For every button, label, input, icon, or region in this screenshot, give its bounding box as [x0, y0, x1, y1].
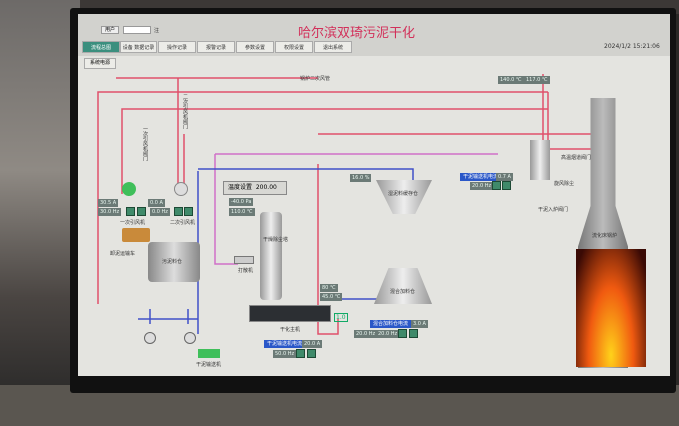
truck-icon: [122, 228, 150, 242]
tab-device-data[interactable]: 设备 数据记录: [120, 41, 157, 53]
fan2-stop-button[interactable]: [184, 207, 193, 216]
tab-operation-log[interactable]: 操作记录: [158, 41, 196, 53]
mix-stop-button[interactable]: [409, 329, 418, 338]
fan2-current: 0.0 A: [148, 199, 165, 207]
pipe-hot-2: [121, 108, 548, 194]
system-power-button[interactable]: 系统电源: [84, 58, 116, 69]
dryer-out-2: 45.0 ℃: [320, 293, 343, 301]
tab-overview[interactable]: 流程总图: [82, 41, 120, 53]
pipe-sludge: [138, 309, 198, 324]
mix-freq-1[interactable]: 20.0 Hz: [354, 330, 378, 338]
boiler-label: 流化床锅炉: [592, 233, 618, 239]
mix-start-button[interactable]: [398, 329, 407, 338]
fan2-start-button[interactable]: [174, 207, 183, 216]
top-temp-1: 140.0 ℃: [498, 76, 524, 84]
header: 用户 注 哈尔滨双琦污泥干化 流程总图 设备 数据记录 操作记录 报警记录 参数…: [78, 14, 670, 56]
pump2-icon[interactable]: [184, 332, 196, 344]
mix-freq-2[interactable]: 20.0 Hz: [376, 330, 400, 338]
tab-alarm-log[interactable]: 报警记录: [197, 41, 235, 53]
fan2-freq[interactable]: 0.0 Hz: [150, 208, 170, 216]
dryer-speed[interactable]: 1.0: [334, 313, 348, 322]
dry-conveyor-label: 干泥输送机: [196, 362, 222, 368]
user-button[interactable]: 用户: [101, 26, 119, 34]
page-title: 哈尔滨双琦污泥干化: [298, 26, 416, 41]
sludge-tank-label: 污泥料仓: [162, 259, 183, 265]
breaker-icon[interactable]: [234, 256, 254, 264]
temp-set-label: 温度设置: [228, 184, 253, 191]
top-temp-2: 117.0 ℃: [524, 76, 550, 84]
dryer-main[interactable]: [249, 305, 331, 322]
tab-exit[interactable]: 退出系统: [314, 41, 352, 53]
cyclone-current: 0.7 A: [496, 173, 513, 181]
breaker-label: 打散机: [238, 268, 254, 274]
user-input[interactable]: [123, 26, 151, 34]
mix-current: 3.0 A: [411, 320, 428, 328]
hot-valve-label: 高温烟道阀门: [561, 155, 592, 161]
pipe-hot-1: [97, 91, 548, 304]
tab-permissions[interactable]: 权限设置: [275, 41, 313, 53]
conveyor-current: 20.0 A: [302, 340, 323, 348]
fan1-icon[interactable]: [122, 182, 136, 196]
fan1-start-button[interactable]: [126, 207, 135, 216]
dry-conveyor-icon[interactable]: [198, 349, 220, 358]
pipe-pink: [214, 153, 498, 265]
dryer-tower: [260, 212, 282, 300]
fan1-label: 一次引风机: [120, 220, 146, 226]
truck-label: 卸泥运输车: [110, 251, 136, 257]
buffer-bin-label: 湿泥料缓存仓: [388, 191, 419, 197]
dryer-in-pressure: -40.0 Pa: [229, 198, 254, 206]
conveyor-freq[interactable]: 50.0 Hz: [273, 350, 297, 358]
conveyor-stop-button[interactable]: [307, 349, 316, 358]
pipe-dryer: [317, 133, 608, 335]
cyclone-start-button[interactable]: [492, 181, 501, 190]
boiler-fire: [576, 249, 646, 367]
dryer-in-temp: 110.0 ℃: [229, 208, 255, 216]
cyclone-current-label: 干泥输送机电流: [460, 173, 502, 181]
cyclone: [530, 140, 550, 180]
cyclone-freq[interactable]: 20.0 Hz: [470, 182, 494, 190]
dryer-tower-label: 干燥除尘塔: [263, 237, 289, 243]
fan1-freq[interactable]: 30.0 Hz: [98, 208, 122, 216]
dryer-out-1: 80 ℃: [320, 284, 338, 292]
buffer-level: 16.0 %: [350, 174, 372, 182]
pump1-icon[interactable]: [144, 332, 156, 344]
conveyor-current-label: 干泥输送机电流: [264, 340, 306, 348]
fan1-stop-button[interactable]: [137, 207, 146, 216]
sludge-tank: [148, 242, 200, 282]
datetime: 2024/1/2 15:21:06: [604, 43, 660, 50]
valve1-label: 一次引风机阀门: [142, 126, 148, 161]
user-suffix: 注: [154, 28, 160, 34]
temp-set-value[interactable]: 200.00: [255, 184, 277, 191]
mix-bin-label: 混合加料仓: [390, 289, 416, 295]
valve2-label: 二次引风机阀门: [182, 94, 188, 129]
dryer-label: 干化主机: [280, 327, 301, 333]
boiler-secondary-air-label: 锅炉二次风管: [300, 76, 331, 82]
conveyor-start-button[interactable]: [296, 349, 305, 358]
pipe-cyclone: [542, 74, 598, 150]
feed-valve-label: 干泥入炉阀门: [538, 207, 569, 213]
fan1-current: 30.5 A: [98, 199, 119, 207]
fan2-icon[interactable]: [174, 182, 188, 196]
scada-screen: 用户 注 哈尔滨双琦污泥干化 流程总图 设备 数据记录 操作记录 报警记录 参数…: [78, 14, 670, 376]
fan2-label: 二次引风机: [170, 220, 196, 226]
mix-current-label: 混合加料仓电流: [370, 320, 412, 328]
cyclone-stop-button[interactable]: [502, 181, 511, 190]
cyclone-label: 旋风除尘: [554, 181, 575, 187]
background-room: [0, 0, 80, 426]
tab-parameters[interactable]: 参数设置: [236, 41, 274, 53]
temp-set-field[interactable]: 温度设置 200.00: [223, 181, 287, 195]
